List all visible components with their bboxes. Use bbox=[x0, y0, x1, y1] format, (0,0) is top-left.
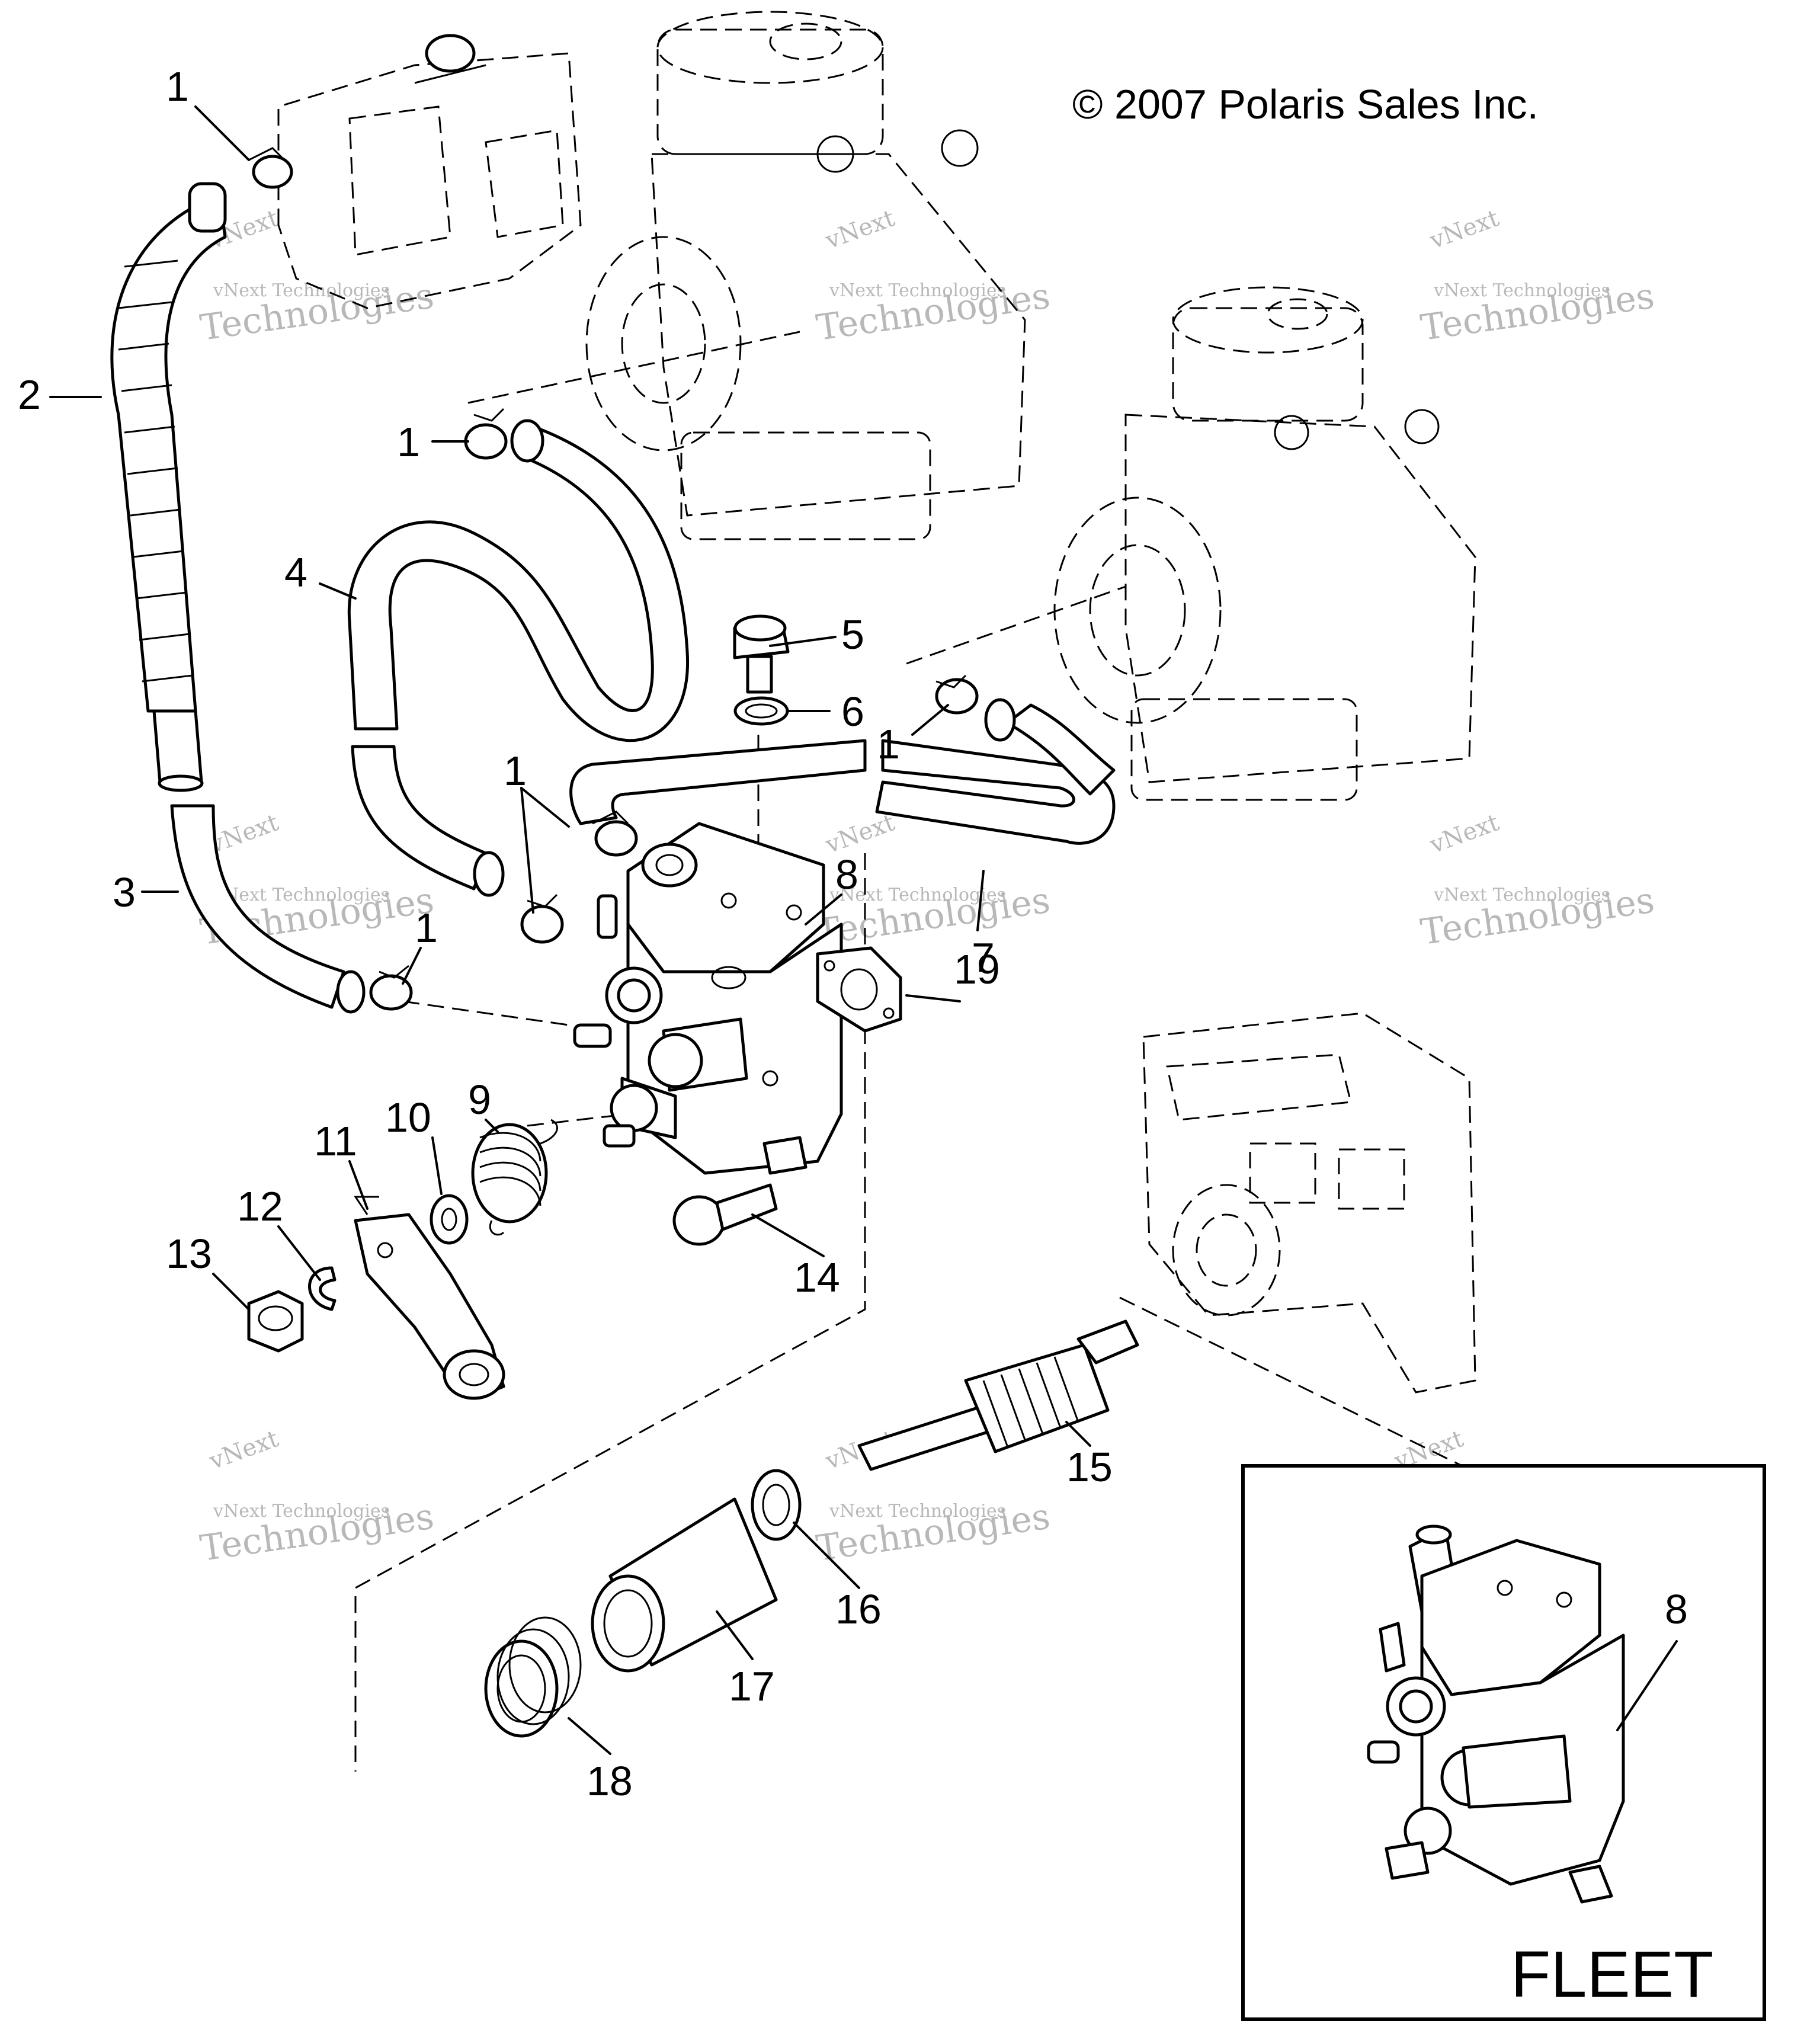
circlip-12 bbox=[308, 1266, 337, 1311]
callout-label: 9 bbox=[468, 1077, 491, 1123]
leader-lines bbox=[49, 105, 1091, 1755]
watermark-brand: vNext bbox=[206, 1425, 282, 1475]
leader-hose7-carb bbox=[906, 585, 1126, 665]
callout-label: 13 bbox=[166, 1231, 212, 1277]
callout-label: 18 bbox=[587, 1758, 633, 1804]
callout-label: 7 bbox=[972, 934, 995, 981]
leader-gear-engine bbox=[1119, 1296, 1470, 1471]
spring-18 bbox=[484, 1616, 582, 1738]
watermark-line1: vNext Technologies bbox=[829, 1501, 1006, 1522]
bolt-14 bbox=[672, 1183, 778, 1246]
washer-6 bbox=[733, 696, 789, 726]
watermark-brand: vNext bbox=[1426, 809, 1502, 859]
hose-3-end bbox=[336, 970, 366, 1014]
callout-label: 8 bbox=[835, 851, 858, 898]
callout-label: 10 bbox=[385, 1094, 431, 1141]
washer-10 bbox=[430, 1194, 469, 1245]
callout-label: 19 bbox=[954, 946, 1000, 992]
leader-clamp-pump bbox=[402, 1000, 569, 1026]
hose-3 bbox=[170, 804, 345, 1009]
callout-label: 1 bbox=[877, 721, 900, 767]
clamp-1f bbox=[369, 965, 413, 1011]
callout-label: 3 bbox=[113, 869, 136, 915]
hose-4-end bbox=[510, 419, 544, 463]
watermark-line1: vNext Technologies bbox=[829, 280, 1006, 301]
spring-9 bbox=[471, 1119, 558, 1236]
watermark-line1: vNext Technologies bbox=[1433, 280, 1610, 301]
oil-pump-8 bbox=[573, 822, 843, 1175]
clamp-1b bbox=[464, 408, 508, 460]
clamp-1c bbox=[592, 811, 638, 857]
hose-4-lower-end bbox=[473, 851, 505, 897]
copyright-text: © 2007 Polaris Sales Inc. bbox=[1072, 81, 1539, 127]
watermark-brand: vNext bbox=[822, 809, 898, 859]
hose-7-end bbox=[984, 698, 1016, 742]
callout-label: 1 bbox=[166, 63, 189, 110]
watermark-line1: vNext Technologies bbox=[213, 1501, 390, 1522]
callout-label: 16 bbox=[835, 1586, 882, 1632]
inset-callout: 8 bbox=[1665, 1586, 1688, 1632]
watermark-brand: vNext bbox=[1426, 204, 1502, 255]
watermark-group: vNext vNext Technologies Technologies vN… bbox=[198, 204, 1657, 1570]
sleeve-17 bbox=[591, 1497, 778, 1673]
engine-block-right bbox=[1142, 1012, 1476, 1394]
callout-label: 17 bbox=[729, 1663, 775, 1709]
clamp-1d bbox=[520, 893, 564, 944]
hose-7-left bbox=[569, 739, 867, 825]
callout-label: 5 bbox=[841, 611, 864, 658]
callout-label: 15 bbox=[1066, 1444, 1113, 1490]
gasket-19 bbox=[816, 946, 902, 1033]
hose-7-bend bbox=[1005, 703, 1116, 796]
leader-hose4-carb bbox=[467, 331, 800, 404]
callout-label: 2 bbox=[18, 371, 41, 418]
watermark-brand: vNext bbox=[822, 204, 898, 255]
hose-2 bbox=[110, 182, 227, 792]
engine-block-top-left bbox=[277, 34, 582, 309]
washer-16 bbox=[751, 1469, 802, 1541]
watermark-line1: vNext Technologies bbox=[213, 885, 390, 905]
callout-label: 11 bbox=[314, 1118, 357, 1164]
callout-label: 14 bbox=[794, 1254, 840, 1301]
callout-label: 4 bbox=[284, 549, 307, 595]
hose-4-lower bbox=[351, 745, 488, 891]
carburetor-lower bbox=[1053, 286, 1476, 801]
lever-11 bbox=[354, 1196, 505, 1400]
callout-labels: 1 2 1 4 5 6 1 1 3 8 1 7 19 9 10 11 12 13… bbox=[18, 63, 1113, 1804]
callout-label: 1 bbox=[504, 748, 527, 794]
fleet-inset: 8 FLEET bbox=[1241, 1464, 1766, 2021]
carburetor-upper bbox=[585, 11, 1026, 540]
callout-label: 6 bbox=[841, 688, 864, 735]
callout-label: 12 bbox=[237, 1183, 283, 1229]
clamp-1a bbox=[248, 147, 293, 189]
clamp-1e bbox=[935, 674, 979, 715]
nut-13 bbox=[247, 1290, 304, 1353]
watermark-line1: vNext Technologies bbox=[829, 885, 1006, 905]
leader-pump-gear bbox=[354, 853, 866, 1772]
callout-label: 1 bbox=[415, 905, 438, 951]
bolt-5 bbox=[733, 614, 790, 694]
gear-shaft-15 bbox=[857, 1319, 1139, 1471]
watermark-line1: vNext Technologies bbox=[213, 280, 390, 301]
watermark-line1: vNext Technologies bbox=[1433, 885, 1610, 905]
callout-label: 1 bbox=[397, 419, 420, 465]
fleet-label: FLEET bbox=[1511, 1938, 1713, 2011]
hose-4-upper bbox=[347, 425, 690, 742]
